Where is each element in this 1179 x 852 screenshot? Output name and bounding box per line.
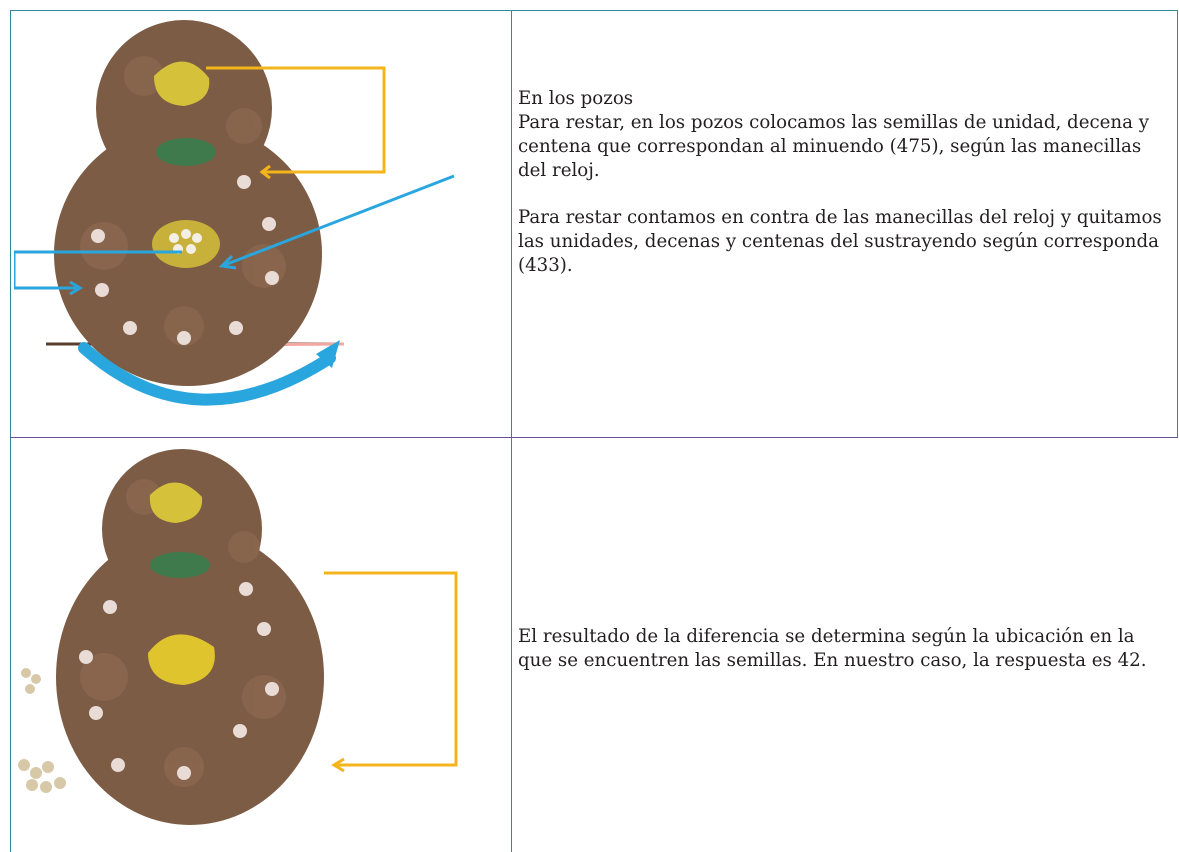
earth-board-subtraction-image (14, 16, 456, 414)
row1-line-8: (433). (518, 255, 573, 276)
table-row-divider (10, 437, 1178, 438)
row1-line-7: las unidades, decenas y centenas del sus… (518, 231, 1160, 252)
paragraph-gap (518, 183, 1162, 206)
row1-line-4: del reloj. (518, 160, 600, 181)
table-border-right (1177, 10, 1178, 438)
row1-line-3: centena que correspondan al minuendo (47… (518, 136, 1142, 157)
table-border-middle (511, 10, 512, 852)
table-border-top (10, 10, 1178, 11)
table-border-left (10, 10, 11, 852)
row2-line-1: El resultado de la diferencia se determi… (518, 626, 1135, 647)
row1-line-6: Para restar contamos en contra de las ma… (518, 207, 1162, 228)
row2-line-2: que se encuentren las semillas. En nuest… (518, 650, 1147, 671)
earth-board-result-image (14, 447, 464, 831)
row1-text: En los pozos Para restar, en los pozos c… (518, 87, 1162, 278)
row1-heading: En los pozos (518, 88, 634, 109)
row1-line-2: Para restar, en los pozos colocamos las … (518, 112, 1150, 133)
row2-text: El resultado de la diferencia se determi… (518, 625, 1147, 673)
